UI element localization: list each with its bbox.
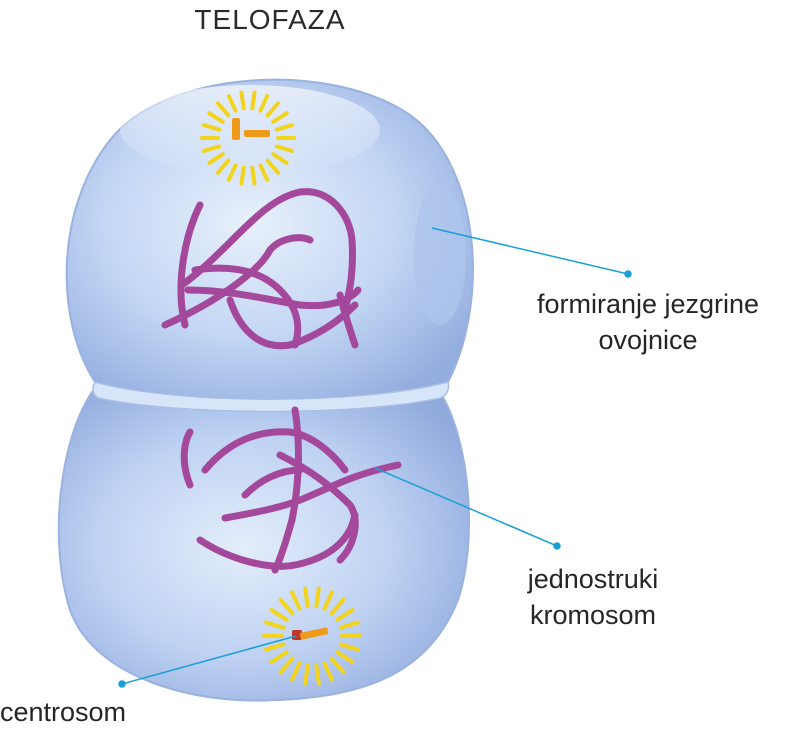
label-centrosome: centrosom [0, 697, 127, 727]
centrosome-ray [207, 152, 225, 165]
centrosome-ray [322, 661, 334, 682]
daughter-cell-bottom [57, 390, 470, 702]
centrosome-ray [215, 158, 231, 175]
centrosome-ray [303, 663, 310, 686]
cleavage-furrow [92, 381, 450, 413]
centrosome-ray [201, 123, 222, 132]
centrosome-ray [338, 620, 361, 630]
centrosome-ray [263, 642, 286, 652]
centrosome-ray [269, 650, 289, 664]
centrosome-ray [263, 620, 286, 630]
centrosome-ray [322, 590, 334, 611]
centrosome-ray [290, 590, 302, 611]
centrosome-ray [271, 111, 289, 124]
centrosome-ray [265, 101, 281, 118]
centrosome-ray [269, 608, 289, 622]
centrosome-ray [258, 163, 270, 182]
leader-line-envelope [431, 227, 629, 275]
centrosome-top [200, 90, 296, 186]
leader-line-centrosome [121, 635, 297, 685]
chromosomes-bottom [180, 406, 402, 574]
centrosome-ray [265, 158, 281, 175]
centrosome-ray [329, 656, 346, 675]
centrosome-ray [335, 608, 355, 622]
centrosome-bottom [262, 586, 362, 686]
label-single-chromosome: jednostruki kromosom [478, 561, 708, 633]
centrosome-ray [274, 144, 295, 153]
centrosome-ray [215, 101, 231, 118]
centrosome-ray [290, 661, 302, 682]
label-nuclear-envelope-line1: formiranje jezgrine [536, 289, 760, 319]
label-nuclear-envelope: formiranje jezgrine ovojnice [498, 286, 798, 358]
diagram-title: TELOFAZA [194, 4, 346, 35]
label-single-chromosome-line2: kromosom [529, 600, 657, 630]
chromosomes-top [161, 188, 362, 350]
centrosome-ray [271, 152, 289, 165]
leader-lines [118, 227, 632, 688]
centrosome-ray [226, 163, 238, 182]
centrosome-ray [314, 663, 321, 686]
centrosome-ray [335, 650, 355, 664]
centrosome-ray [303, 586, 310, 609]
centrosome-ray [250, 90, 257, 111]
leader-line-chromosome [374, 467, 558, 547]
centrosome-ray [338, 642, 361, 652]
centrosome-ray [278, 656, 295, 675]
label-single-chromosome-line1: jednostruki [527, 564, 659, 594]
centrosome-ray [258, 94, 270, 113]
centrosome-ray [329, 597, 346, 616]
envelope-bulge [414, 185, 466, 325]
centrosome-ray [278, 597, 295, 616]
centrosome-ray [226, 94, 238, 113]
centrosome-ray [207, 111, 225, 124]
centrosome-ray [274, 123, 295, 132]
label-nuclear-envelope-line2: ovojnice [598, 325, 698, 355]
centrosome-ray [239, 90, 246, 111]
centrosome-ray [239, 165, 246, 186]
centrosome-ray [314, 586, 321, 609]
centrosome-ray [201, 144, 222, 153]
centrosome-ray [250, 165, 257, 186]
